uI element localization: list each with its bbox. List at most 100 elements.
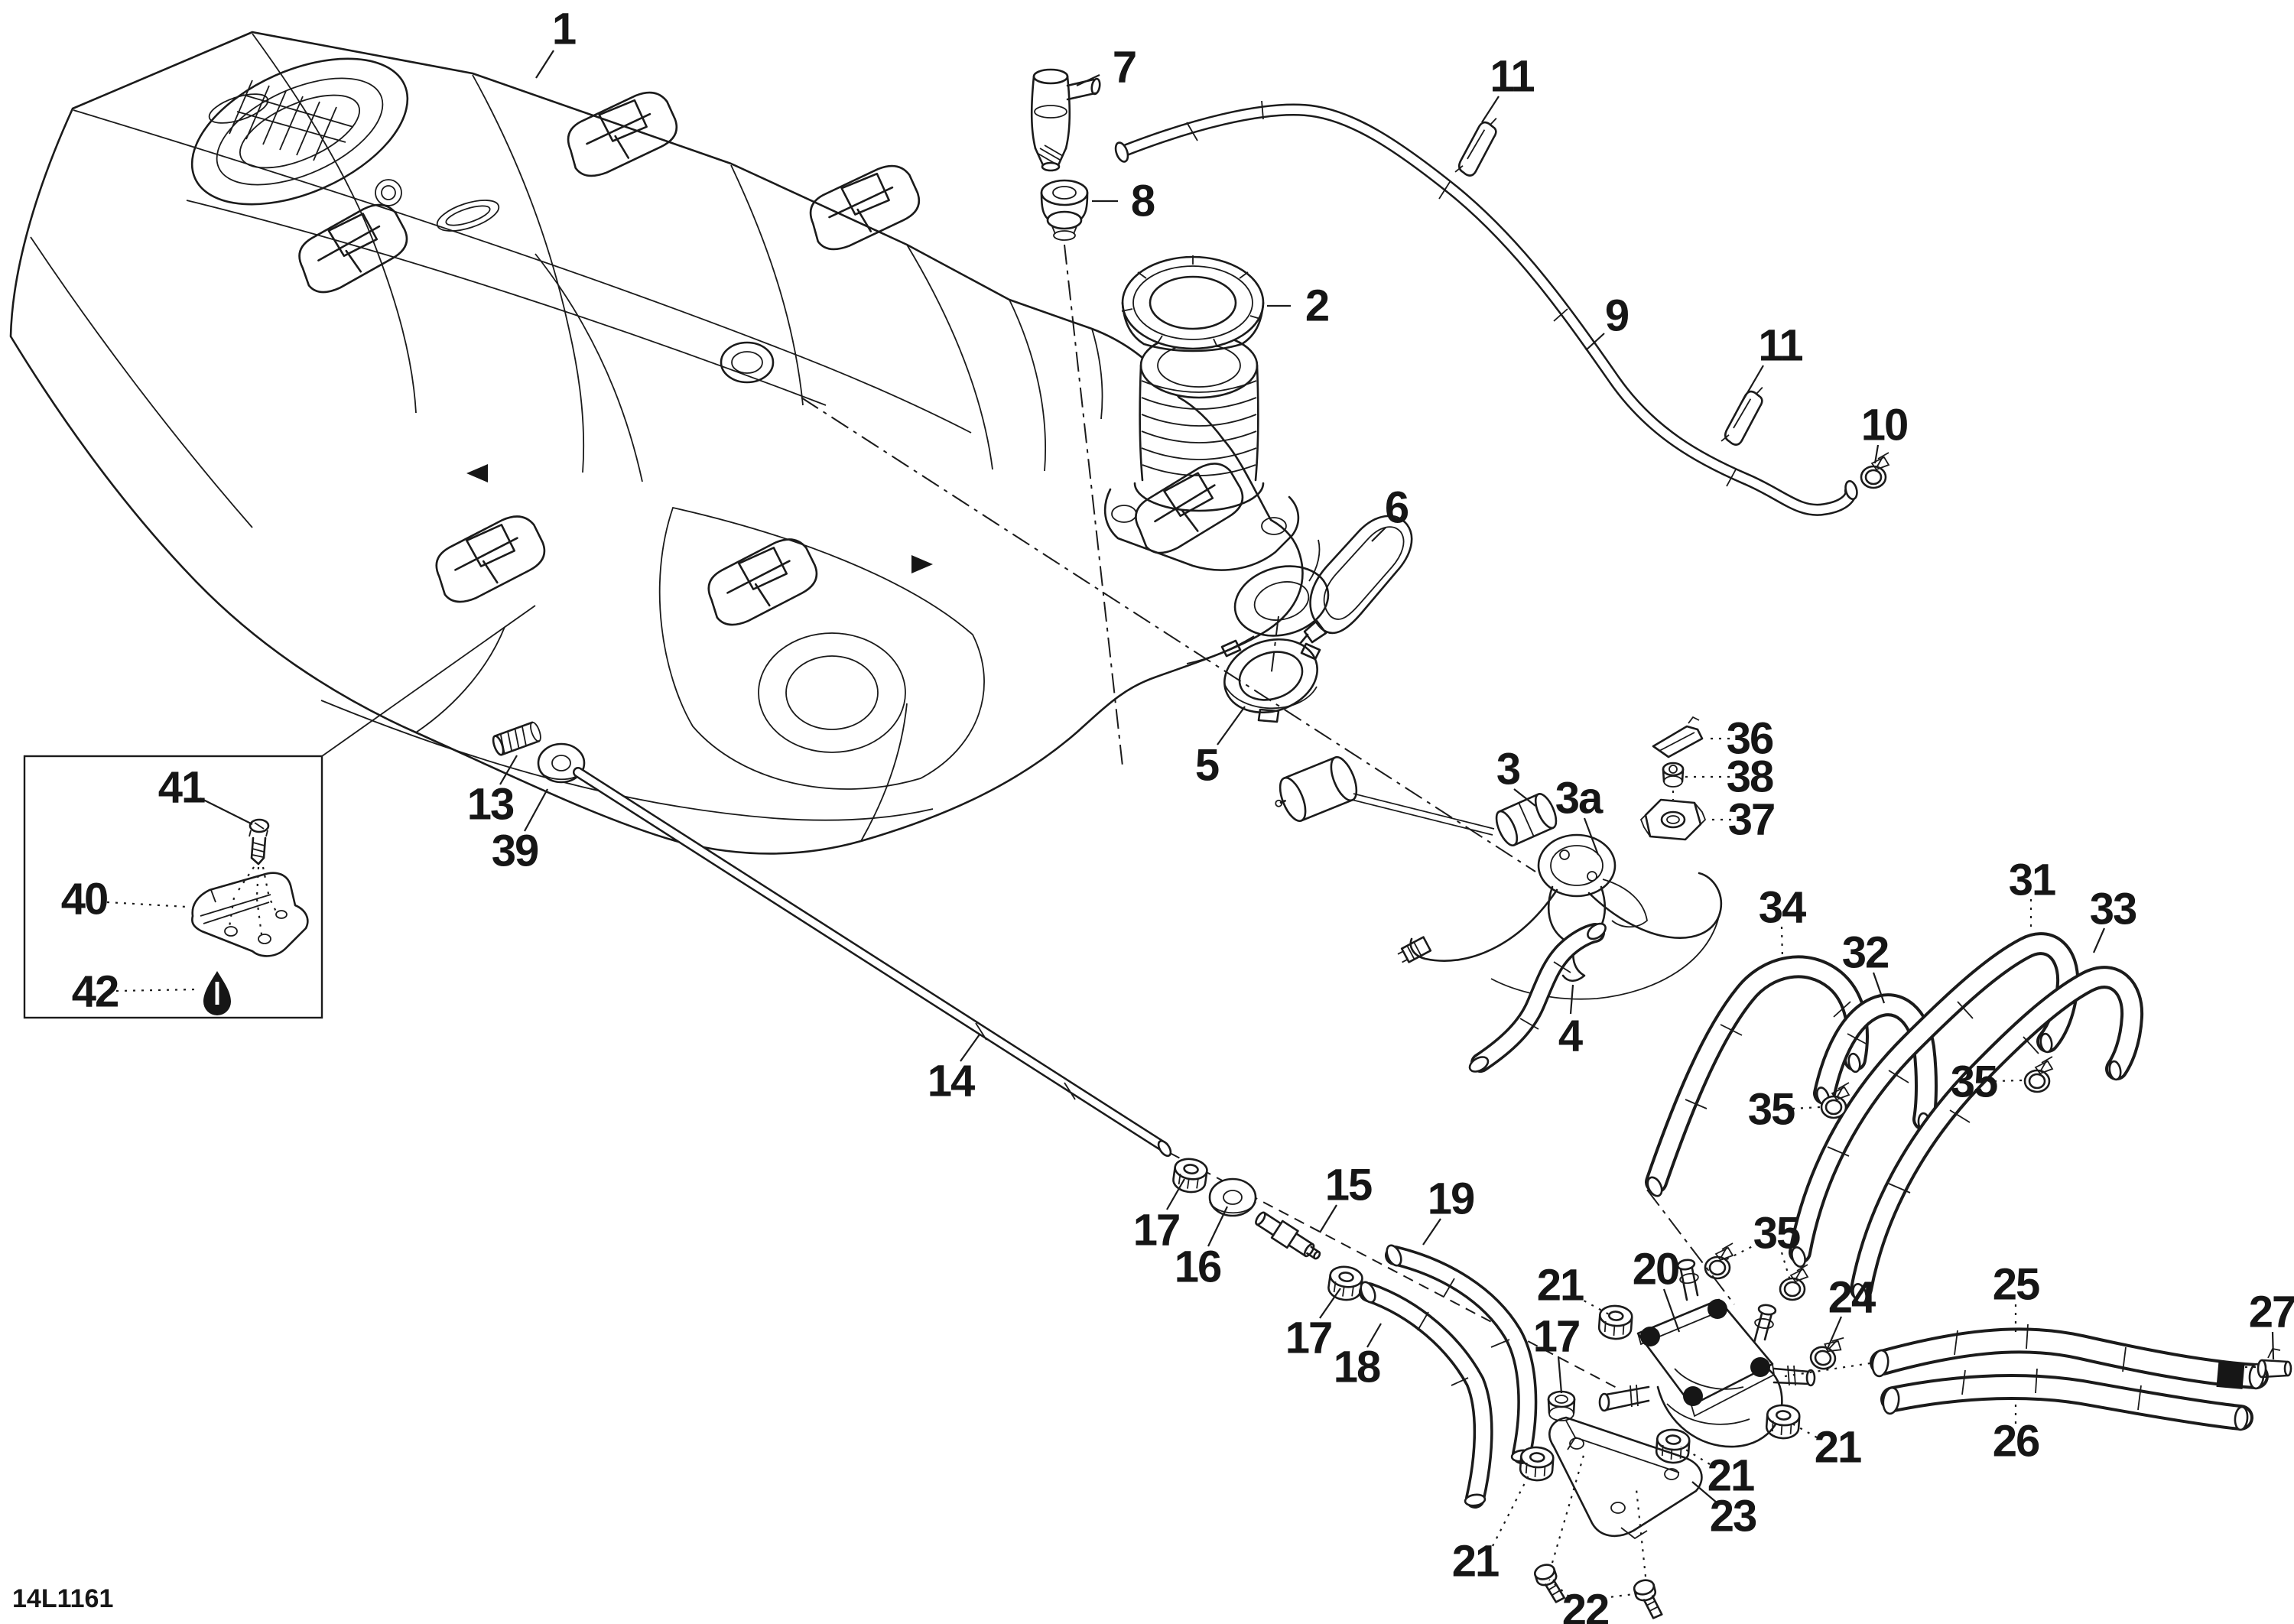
- callout-11: 11: [1490, 52, 1534, 102]
- callout-9: 9: [1605, 291, 1629, 341]
- callout-41: 41: [158, 763, 205, 813]
- callout-38: 38: [1727, 752, 1773, 802]
- grommet-drawing: [1040, 179, 1089, 241]
- callout-36: 36: [1727, 714, 1773, 764]
- callout-21: 21: [1815, 1423, 1861, 1473]
- callout-leader-40: [106, 901, 187, 908]
- callout-34: 34: [1759, 883, 1806, 933]
- callout-18: 18: [1334, 1343, 1380, 1392]
- callout-40: 40: [61, 875, 108, 924]
- callout-35: 35: [1753, 1209, 1800, 1259]
- callout-20: 20: [1633, 1245, 1679, 1294]
- callout-17: 17: [1133, 1206, 1180, 1255]
- callout-25: 25: [1993, 1260, 2039, 1310]
- callout-leader-41: [200, 797, 253, 825]
- callout-31: 31: [2009, 856, 2055, 905]
- callout-leader-17: [1166, 1178, 1185, 1210]
- callout-42: 42: [72, 967, 119, 1017]
- callout-21: 21: [1452, 1537, 1499, 1587]
- fuel-hoses-drawing: [1358, 922, 2264, 1507]
- callout-7: 7: [1113, 43, 1136, 93]
- filler-neck-drawing: [1103, 332, 1300, 571]
- retainer-ring-drawing: [1220, 638, 1321, 723]
- callout-17: 17: [1285, 1314, 1332, 1363]
- callout-3: 3: [1496, 745, 1520, 794]
- callout-leader-10: [1873, 444, 1880, 464]
- callout-1: 1: [552, 5, 576, 54]
- callout-39: 39: [492, 827, 538, 876]
- callout-16: 16: [1175, 1242, 1221, 1292]
- callout-leader-4: [1569, 984, 1574, 1015]
- callout-leader-3a: [1583, 817, 1600, 856]
- callout-leader-7: [1076, 74, 1100, 86]
- callout-leader-5: [1217, 706, 1246, 745]
- callout-leader-35: [1792, 1106, 1821, 1110]
- callout-27: 27: [2249, 1288, 2294, 1337]
- callout-leader-19: [1422, 1218, 1441, 1246]
- callout-19: 19: [1428, 1174, 1474, 1224]
- outlet-fitting-27: [2257, 1347, 2292, 1379]
- callout-32: 32: [1842, 928, 1889, 978]
- vent-valve-drawing: [1030, 68, 1101, 172]
- callout-leader-6: [1371, 527, 1386, 542]
- diagram-code: 14L1161: [12, 1584, 113, 1613]
- callout-11: 11: [1758, 321, 1802, 371]
- callout-leader-39: [524, 788, 548, 832]
- callout-24: 24: [1828, 1273, 1876, 1323]
- orientation-arrows: [466, 464, 933, 573]
- callout-23: 23: [1710, 1492, 1756, 1541]
- callout-3a: 3a: [1555, 774, 1604, 823]
- callout-21: 21: [1537, 1261, 1584, 1311]
- loctite-drop-42: [203, 971, 231, 1015]
- callout-leader-9: [1585, 333, 1605, 351]
- callout-leader-18: [1366, 1323, 1382, 1348]
- strap-drawing: [1298, 515, 1413, 645]
- callout-leader-32: [1872, 972, 1886, 1004]
- callout-2: 2: [1305, 281, 1328, 331]
- fuel-sender-drawing: [1275, 755, 1723, 1000]
- callout-leader-1: [535, 50, 554, 79]
- callout-4: 4: [1558, 1012, 1583, 1061]
- callout-15: 15: [1325, 1161, 1372, 1210]
- callout-leader-35: [1993, 1079, 2023, 1083]
- callout-leader-22: [1602, 1592, 1640, 1600]
- callout-37: 37: [1728, 795, 1775, 845]
- callout-leader-42: [115, 988, 198, 992]
- callout-21: 21: [1708, 1451, 1754, 1501]
- callout-35: 35: [1748, 1085, 1795, 1135]
- callout-leader-11: [1741, 365, 1764, 403]
- callout-8: 8: [1131, 177, 1155, 226]
- callout-leader-35: [1780, 1252, 1792, 1284]
- callout-leader-23: [1691, 1481, 1718, 1504]
- vent-hose-drawing: [1114, 100, 1858, 510]
- callout-leader-33: [2092, 927, 2106, 953]
- callout-leader-17: [1319, 1288, 1341, 1319]
- callout-leader-24: [1825, 1316, 1843, 1351]
- callout-leader-3: [1513, 788, 1536, 807]
- vent-grate: [190, 57, 409, 206]
- clamp-icons: [1704, 1055, 2292, 1379]
- callout-leader-20: [1662, 1288, 1681, 1333]
- callout-17: 17: [1533, 1312, 1580, 1362]
- callout-5: 5: [1195, 741, 1219, 791]
- callout-14: 14: [928, 1057, 975, 1106]
- callout-13: 13: [467, 780, 514, 830]
- callout-leader-17: [1557, 1356, 1563, 1394]
- projection-lines: [801, 244, 2259, 1378]
- callout-leader-21: [1680, 1446, 1711, 1465]
- callout-leader-15: [1319, 1204, 1337, 1233]
- callout-leader-16: [1207, 1206, 1228, 1247]
- callout-leader-14: [960, 1034, 980, 1062]
- bracket-40: [191, 872, 309, 957]
- pickup-tube-drawing: [492, 721, 1619, 1389]
- callout-leader-35: [1721, 1242, 1759, 1262]
- fuel-tank-drawing: [9, 31, 1330, 855]
- fuel-cap-drawing: [1121, 255, 1265, 352]
- callout-33: 33: [2090, 885, 2136, 934]
- callout-35: 35: [1951, 1057, 1997, 1107]
- fastener-icons: [1639, 716, 1707, 841]
- callout-leader-11: [1481, 96, 1500, 123]
